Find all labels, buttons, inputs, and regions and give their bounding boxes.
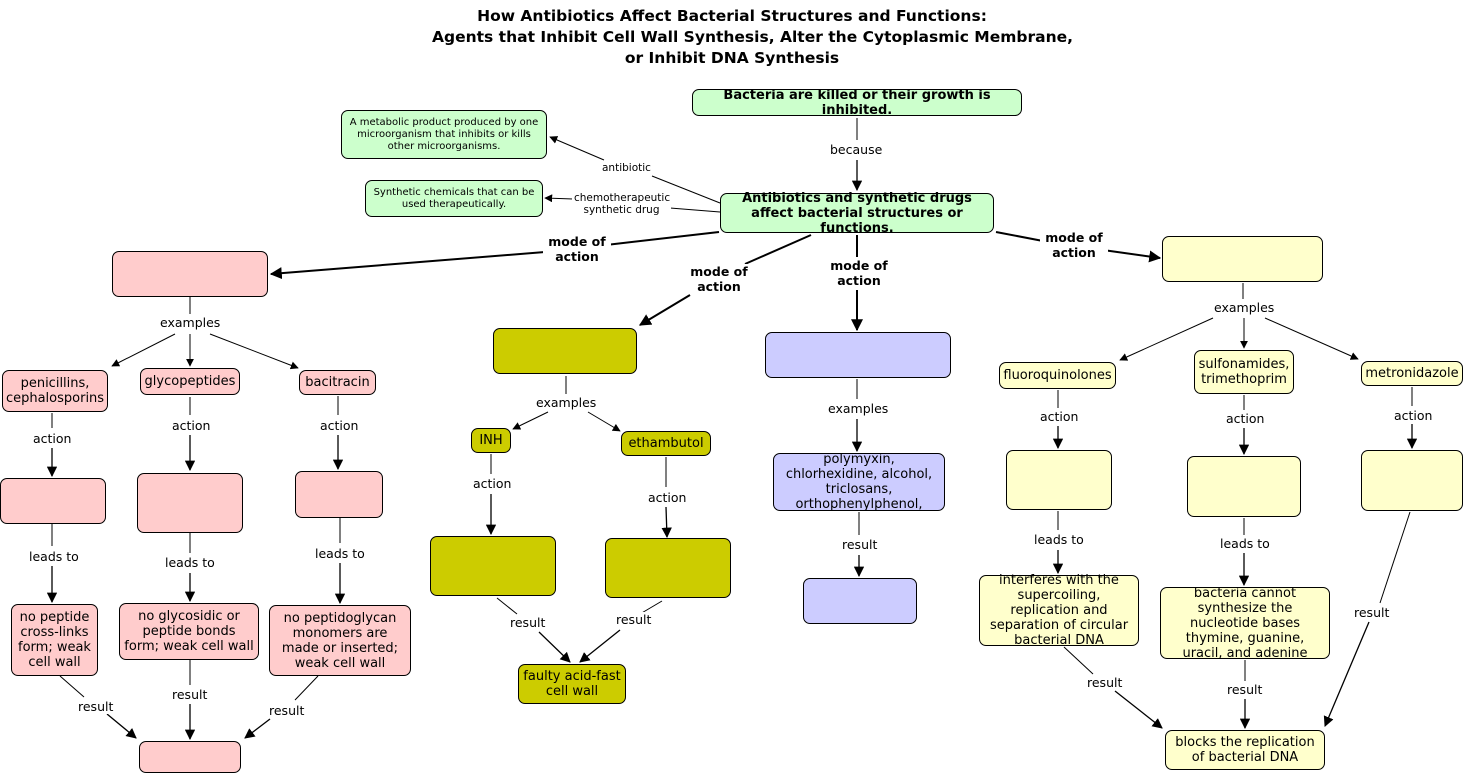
label-examples-membrane: examples	[826, 401, 891, 416]
label-result-bacitracin: result	[267, 703, 307, 718]
label-result-sulfonamides: result	[1225, 682, 1265, 697]
label-leads-to-sulfonamides: leads to	[1218, 536, 1272, 551]
label-chemotherapeutic-synthetic-drug: chemotherapeutic synthetic drug	[572, 192, 671, 216]
label-action-ethambutol: action	[646, 490, 689, 505]
node-penicillins-action[interactable]	[0, 478, 106, 524]
label-action-penicillins: action	[31, 431, 74, 446]
node-glycopeptides-result[interactable]: no glycosidic or peptide bonds form; wea…	[119, 603, 259, 660]
node-membrane-result[interactable]	[803, 578, 917, 624]
node-faulty-acid-fast[interactable]: faulty acid-fast cell wall	[518, 664, 626, 704]
node-glycopeptides[interactable]: glycopeptides	[140, 368, 240, 395]
label-result-penicillins: result	[76, 699, 116, 714]
node-metronidazole-action[interactable]	[1361, 450, 1463, 511]
label-result-inh: result	[508, 615, 548, 630]
node-fluoroquinolones-action[interactable]	[1006, 450, 1112, 510]
label-action-fluoroquinolones: action	[1038, 409, 1081, 424]
node-sulfonamides-trimethoprim[interactable]: sulfonamides, trimethoprim	[1194, 350, 1294, 394]
node-penicillins-result[interactable]: no peptide cross-links form; weak cell w…	[11, 604, 98, 676]
node-cell-wall-final[interactable]	[139, 741, 241, 773]
label-leads-to-glycopeptides: leads to	[163, 555, 217, 570]
label-examples-acid-fast: examples	[534, 395, 599, 410]
node-inh[interactable]: INH	[471, 428, 511, 453]
title-line-2: Agents that Inhibit Cell Wall Synthesis,…	[432, 28, 1074, 46]
node-bacitracin-result[interactable]: no peptidoglycan monomers are made or in…	[269, 605, 411, 676]
label-action-sulfonamides: action	[1224, 411, 1267, 426]
title-line-3: or Inhibit DNA Synthesis	[624, 49, 840, 67]
label-action-metronidazole: action	[1392, 408, 1435, 423]
node-antibiotic-definition[interactable]: A metabolic product produced by one micr…	[341, 110, 547, 159]
label-result-ethambutol: result	[614, 612, 654, 627]
label-result-fluoroquinolones: result	[1085, 675, 1125, 690]
label-examples-dna: examples	[1212, 300, 1277, 315]
node-fluoroquinolones[interactable]: fluoroquinolones	[999, 362, 1116, 389]
node-cell-wall-mode[interactable]	[112, 251, 268, 297]
node-membrane-examples[interactable]: polymyxin, chlorhexidine, alcohol, tricl…	[773, 452, 945, 512]
node-blocks-dna-replication[interactable]: blocks the replication of bacterial DNA	[1165, 730, 1325, 770]
node-inh-action[interactable]	[430, 536, 556, 596]
node-chemotherapeutic-definition[interactable]: Synthetic chemicals that can be used the…	[365, 180, 543, 217]
diagram-title: How Antibiotics Affect Bacterial Structu…	[432, 6, 1074, 69]
node-ethambutol[interactable]: ethambutol	[621, 431, 711, 456]
label-leads-to-fluoroquinolones: leads to	[1032, 532, 1086, 547]
node-bacitracin[interactable]: bacitracin	[299, 370, 376, 395]
label-result-glycopeptides: result	[170, 687, 210, 702]
label-action-inh: action	[471, 476, 514, 491]
node-antibiotics-affect[interactable]: Antibiotics and synthetic drugs affect b…	[720, 191, 994, 236]
label-mode-of-action-acid-fast: mode of action	[685, 264, 753, 294]
label-action-glycopeptides: action	[170, 418, 213, 433]
node-penicillins-cephalosporins[interactable]: penicillins, cephalosporins	[2, 370, 108, 412]
node-ethambutol-action[interactable]	[605, 538, 731, 598]
node-dna-mode[interactable]	[1162, 236, 1323, 282]
label-mode-of-action-membrane: mode of action	[825, 258, 893, 288]
label-because: because	[828, 142, 885, 157]
label-action-bacitracin: action	[318, 418, 361, 433]
label-leads-to-bacitracin: leads to	[313, 546, 367, 561]
label-antibiotic: antibiotic	[600, 162, 653, 174]
node-sulfonamides-result[interactable]: bacteria cannot synthesize the nucleotid…	[1160, 586, 1330, 661]
node-glycopeptides-action[interactable]	[137, 473, 243, 533]
node-bacteria-killed[interactable]: Bacteria are killed or their growth is i…	[692, 88, 1022, 118]
label-result-metronidazole: result	[1352, 605, 1392, 620]
node-metronidazole[interactable]: metronidazole	[1361, 361, 1463, 386]
label-result-membrane: result	[840, 537, 880, 552]
label-mode-of-action-cell-wall: mode of action	[543, 234, 611, 264]
title-line-1: How Antibiotics Affect Bacterial Structu…	[477, 7, 987, 25]
node-acid-fast-mode[interactable]	[493, 328, 637, 374]
node-sulfonamides-action[interactable]	[1187, 456, 1301, 517]
node-bacitracin-action[interactable]	[295, 471, 383, 518]
node-fluoroquinolones-result[interactable]: interferes with the supercoiling, replic…	[979, 573, 1139, 648]
node-membrane-mode[interactable]	[765, 332, 951, 378]
label-mode-of-action-dna: mode of action	[1040, 230, 1108, 260]
label-examples-cell-wall: examples	[158, 315, 223, 330]
label-leads-to-penicillins: leads to	[27, 549, 81, 564]
